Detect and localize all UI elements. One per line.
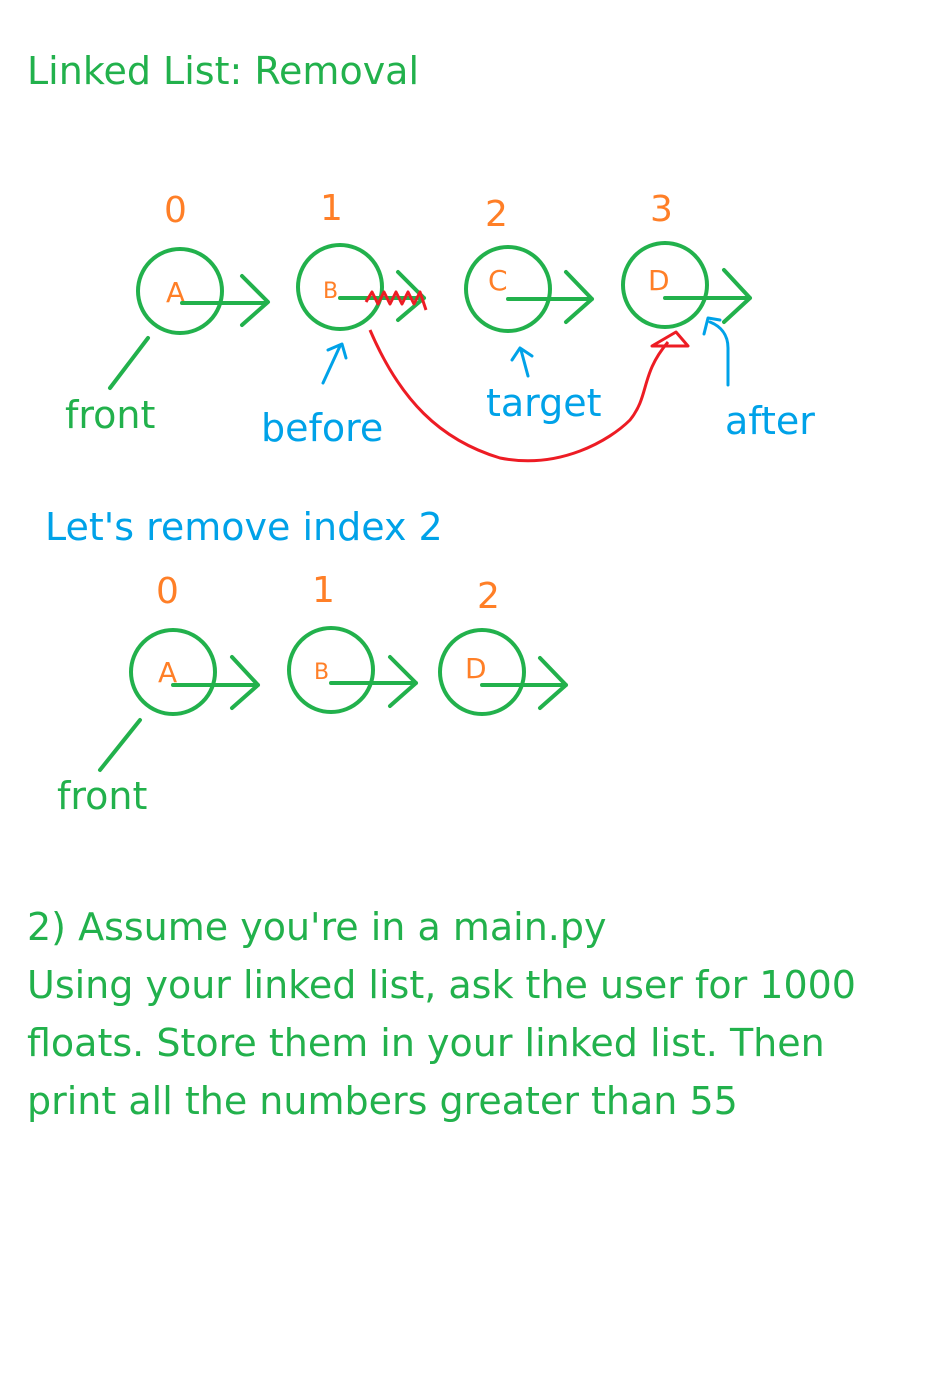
before-label: before bbox=[261, 406, 384, 450]
index-label: 0 bbox=[156, 571, 179, 612]
target-label: target bbox=[486, 381, 602, 425]
question-line: print all the numbers greater than 55 bbox=[27, 1079, 738, 1123]
target-pointer bbox=[510, 346, 534, 378]
front-label-bottom: front bbox=[57, 774, 148, 818]
question-line: Using your linked list, ask the user for… bbox=[27, 963, 856, 1007]
node-a-bottom: A bbox=[129, 628, 260, 716]
front-pointer-bottom bbox=[98, 718, 142, 772]
index-label: 1 bbox=[312, 570, 335, 611]
front-label: front bbox=[65, 393, 156, 437]
removal-caption: Let's remove index 2 bbox=[45, 505, 443, 549]
node-d-bottom-letter: D bbox=[465, 652, 487, 685]
node-b-bottom: B bbox=[287, 626, 418, 714]
index-label: 0 bbox=[164, 190, 187, 231]
question-line: floats. Store them in your linked list. … bbox=[27, 1021, 825, 1065]
node-a-top-letter: A bbox=[166, 276, 185, 309]
node-b-bottom-letter: B bbox=[314, 660, 329, 685]
index-label: 2 bbox=[485, 194, 508, 235]
node-c-top-letter: C bbox=[488, 264, 508, 297]
node-a-bottom-letter: A bbox=[158, 656, 177, 689]
node-d-top: D bbox=[621, 241, 752, 329]
node-d-bottom: D bbox=[438, 628, 568, 716]
node-a-top: A bbox=[136, 247, 270, 335]
node-c-top: C bbox=[464, 245, 594, 333]
relink-arrow bbox=[368, 329, 670, 463]
index-label: 2 bbox=[477, 576, 500, 617]
index-label: 3 bbox=[650, 189, 673, 230]
front-pointer-top bbox=[108, 336, 150, 390]
node-d-top-letter: D bbox=[648, 264, 670, 297]
after-label: after bbox=[725, 399, 815, 443]
page-title: Linked List: Removal bbox=[27, 49, 420, 93]
question-line: 2) Assume you're in a main.py bbox=[27, 905, 607, 949]
before-pointer bbox=[321, 342, 348, 385]
after-pointer bbox=[702, 316, 730, 387]
index-label: 1 bbox=[320, 188, 343, 229]
node-b-top-letter: B bbox=[323, 279, 338, 304]
node-b-top: B bbox=[296, 243, 428, 331]
question-text: 2) Assume you're in a main.py Using your… bbox=[27, 898, 907, 1130]
